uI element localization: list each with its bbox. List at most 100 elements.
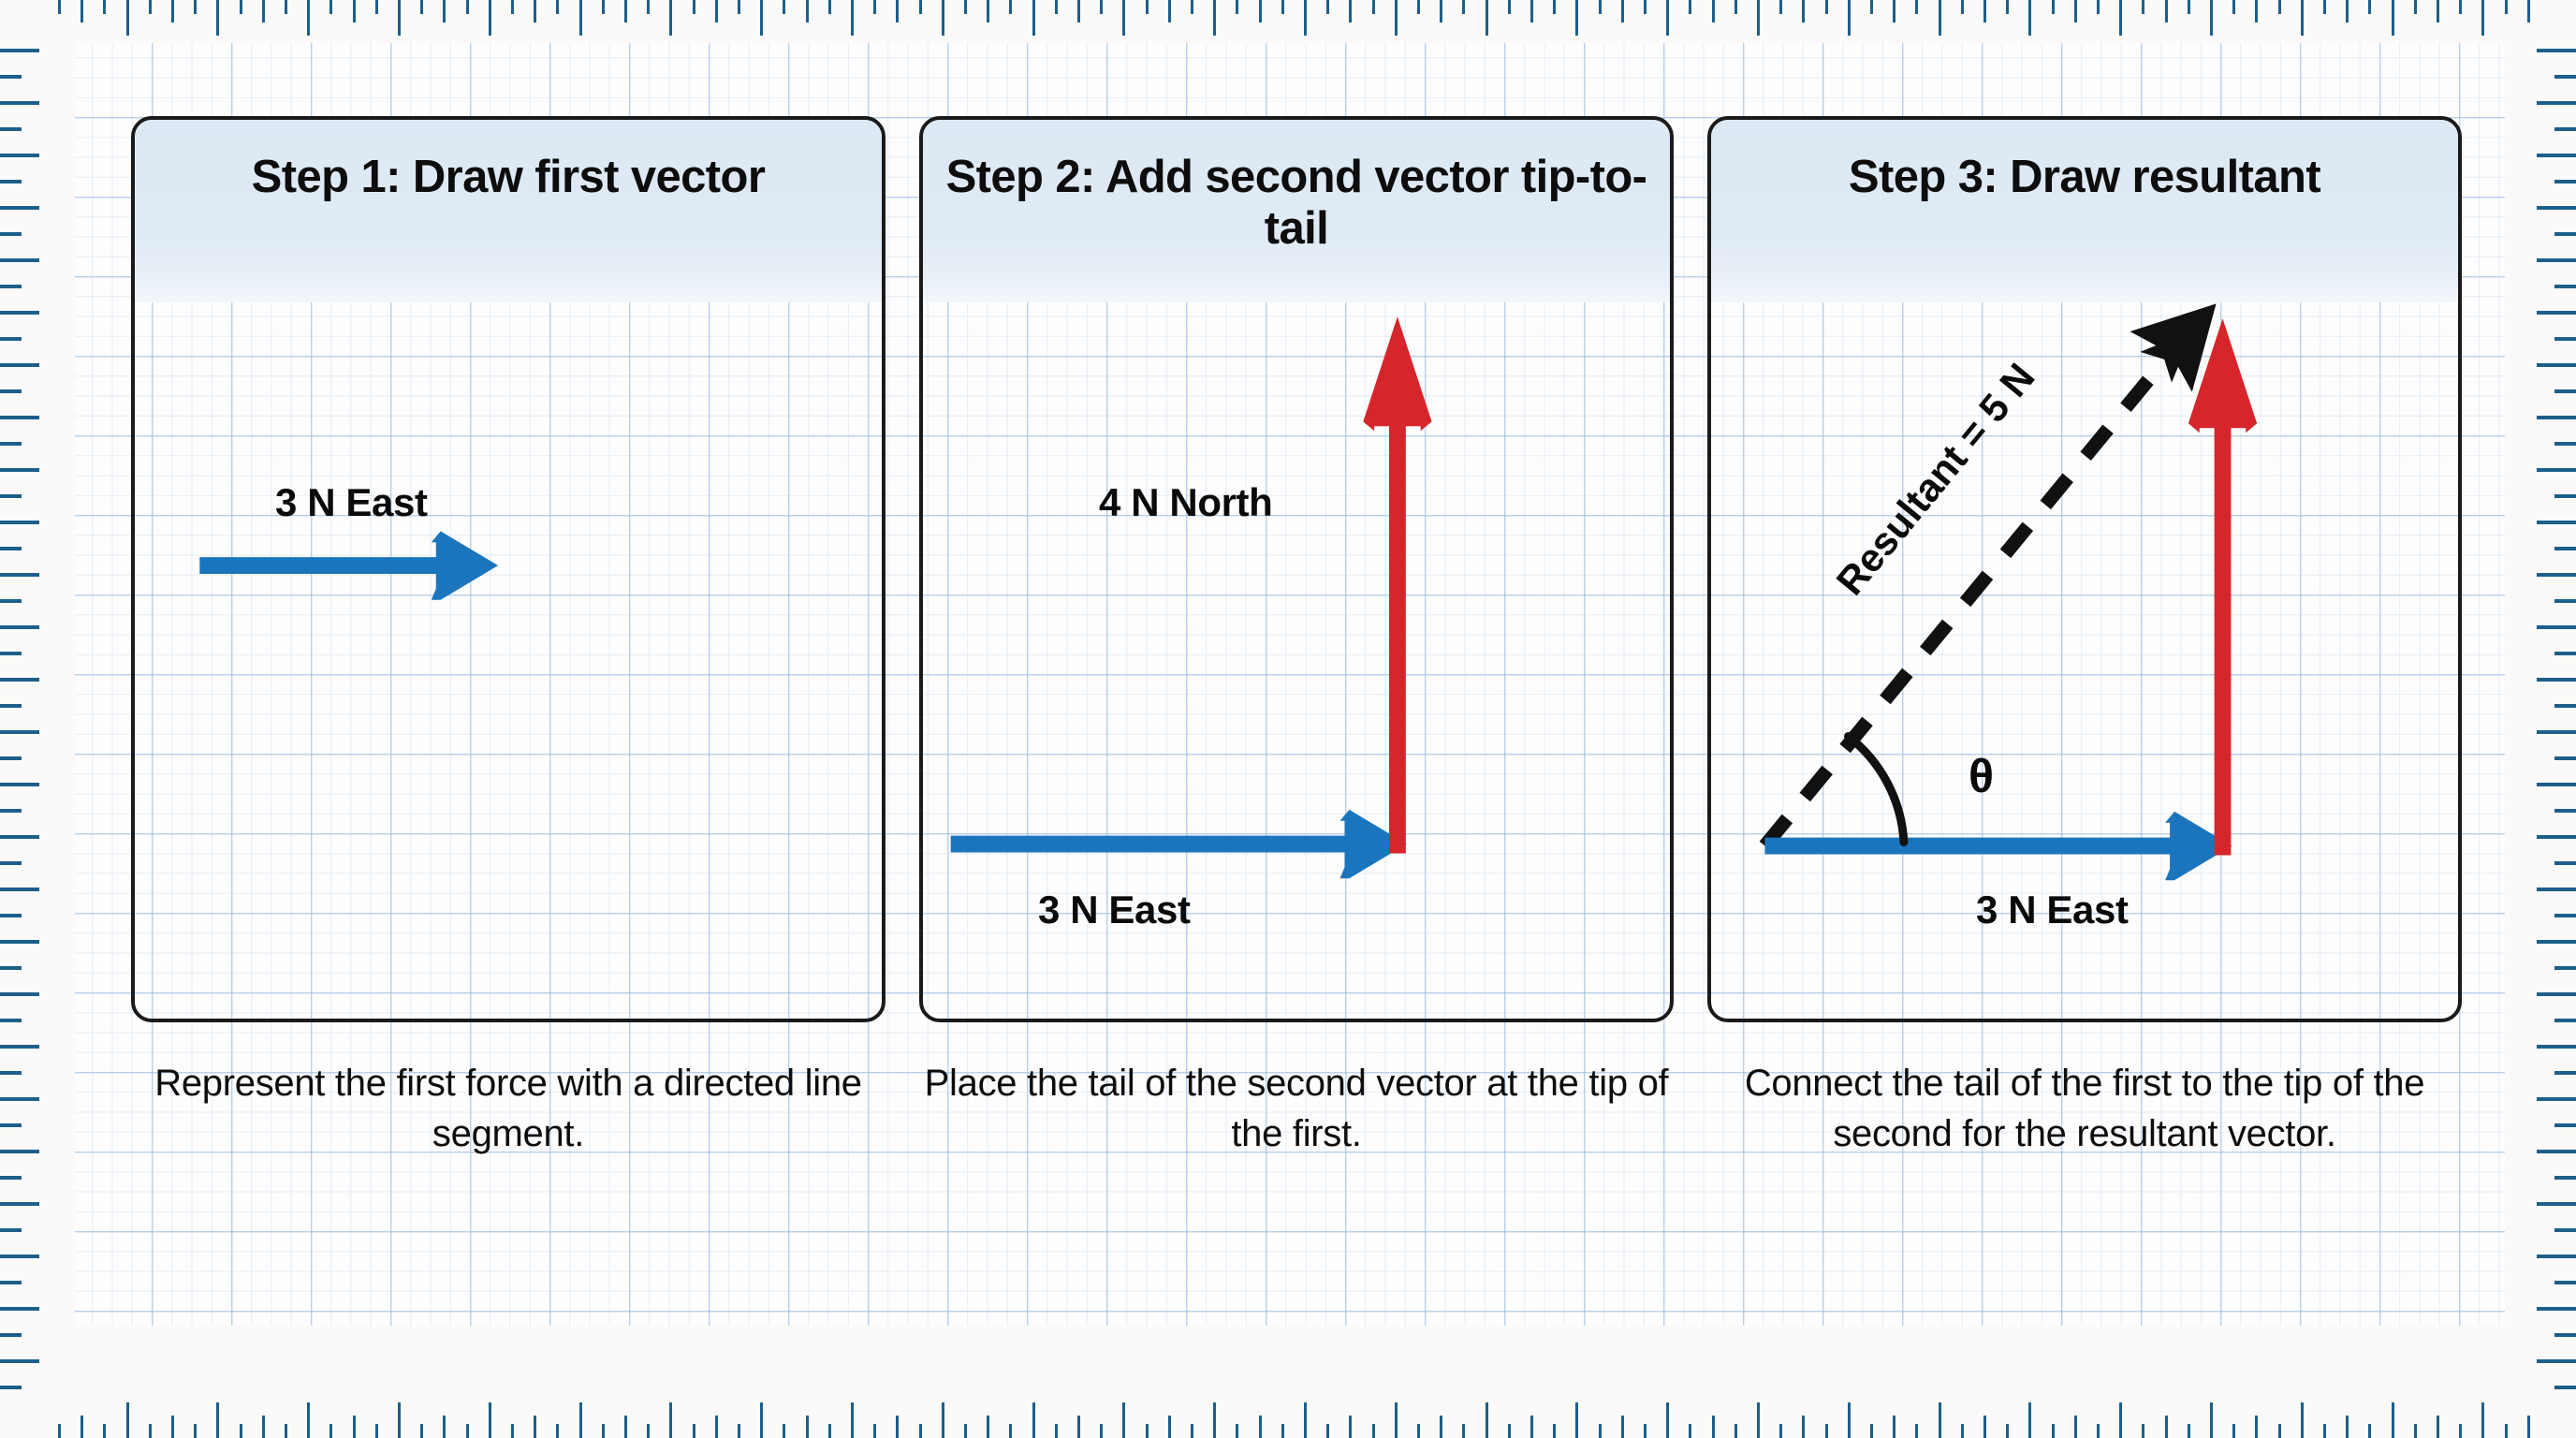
- ruler-tick: [1870, 1424, 1873, 1438]
- ruler-tick: [1394, 1402, 1398, 1438]
- ruler-tick: [1462, 0, 1466, 14]
- ruler-tick: [964, 0, 967, 14]
- ruler-tick: [2346, 1415, 2349, 1438]
- ruler-tick: [896, 0, 900, 23]
- ruler-tick: [0, 756, 22, 760]
- ruler-tick: [2554, 704, 2576, 708]
- step-column-1: Step 1: Draw first vector 3 N East Repre…: [131, 116, 886, 1286]
- ruler-tick: [1802, 1415, 1806, 1438]
- ruler-tick: [2554, 180, 2576, 183]
- ruler-tick: [0, 337, 22, 341]
- ruler-tick: [964, 1424, 967, 1438]
- ruler-tick: [1145, 1424, 1149, 1438]
- ruler-tick: [420, 0, 424, 14]
- ruler-tick: [2323, 1424, 2326, 1438]
- ruler-tick: [760, 1402, 764, 1438]
- ruler-tick: [261, 1415, 265, 1438]
- ruler-tick: [1893, 0, 1896, 23]
- ruler-tick: [2554, 966, 2576, 970]
- step-card-3[interactable]: Step 3: Draw resultant: [1707, 116, 2462, 1022]
- ruler-tick: [2232, 1424, 2236, 1438]
- step-1-caption: Represent the first force with a directe…: [154, 1063, 862, 1155]
- ruler-tick: [2537, 940, 2576, 944]
- ruler-tick: [2554, 442, 2576, 446]
- step-card-1[interactable]: Step 1: Draw first vector 3 N East: [131, 116, 886, 1022]
- ruler-tick: [2554, 809, 2576, 813]
- ruler-tick: [0, 258, 39, 262]
- ruler-tick: [873, 1424, 877, 1438]
- ruler-tick: [2554, 1176, 2576, 1180]
- ruler-tick: [1620, 1415, 1624, 1438]
- ruler-tick: [1394, 0, 1398, 36]
- ruler-tick: [2537, 416, 2576, 419]
- ruler-tick: [2437, 0, 2439, 23]
- ruler-tick: [2537, 1307, 2576, 1311]
- ruler-tick: [1553, 1424, 1557, 1438]
- ruler-tick: [2537, 49, 2576, 52]
- ruler-tick: [0, 154, 39, 157]
- step-card-2-title: Step 2: Add second vector tip-to-tail: [945, 152, 1647, 254]
- ruler-tick: [1054, 1424, 1058, 1438]
- ruler-tick: [2537, 625, 2576, 629]
- ruler-tick: [1371, 1424, 1375, 1438]
- ruler-tick: [2554, 1281, 2576, 1284]
- ruler-tick: [2537, 1045, 2576, 1049]
- step-3-diagram: [1711, 120, 2458, 1019]
- ruler-tick: [783, 1424, 786, 1438]
- ruler-tick: [1100, 1424, 1104, 1438]
- ruler-tick: [2232, 0, 2236, 14]
- ruler-tick: [2537, 1150, 2576, 1153]
- ruler-tick: [1507, 0, 1511, 14]
- ruler-tick: [443, 1415, 446, 1438]
- ruler-tick: [0, 206, 39, 210]
- ruler-tick: [0, 625, 39, 629]
- ruler-tick: [0, 127, 22, 131]
- ruler-tick: [624, 0, 627, 23]
- step-card-2[interactable]: Step 2: Add second vector tip-to-tail 4 …: [919, 116, 1674, 1022]
- ruler-tick: [374, 1424, 378, 1438]
- ruler-tick: [2368, 1424, 2372, 1438]
- ruler-tick: [0, 232, 22, 236]
- ruler-tick: [0, 992, 39, 996]
- ruler-tick: [2504, 0, 2508, 14]
- ruler-tick: [2537, 573, 2576, 577]
- ruler-tick: [2459, 1424, 2463, 1438]
- vector-first-blue: [950, 809, 1407, 879]
- ruler-tick: [465, 1424, 469, 1438]
- vector-first-blue: [199, 531, 499, 600]
- ruler-tick: [0, 547, 22, 550]
- ruler-tick: [0, 180, 22, 183]
- ruler-tick: [1734, 1424, 1737, 1438]
- step-2-first-vector-label: 3 N East: [1038, 888, 1191, 932]
- ruler-tick: [0, 1255, 39, 1258]
- ruler-tick: [2554, 599, 2576, 603]
- ruler-tick: [443, 0, 446, 23]
- ruler-tick: [1530, 0, 1533, 23]
- ruler-tick: [2006, 0, 2010, 14]
- ruler-tick: [511, 1424, 514, 1438]
- ruler-tick: [2526, 0, 2530, 23]
- ruler-tick: [1915, 0, 1919, 14]
- ruler-tick: [148, 1424, 152, 1438]
- ruler-tick: [2554, 494, 2576, 498]
- ruler-tick: [2391, 1402, 2394, 1438]
- ruler-tick: [692, 0, 695, 14]
- ruler-tick: [488, 0, 491, 36]
- ruler-tick: [0, 101, 39, 105]
- ruler-tick: [2537, 101, 2576, 105]
- ruler-tick: [669, 1402, 673, 1438]
- ruler-tick: [1326, 0, 1330, 14]
- ruler-tick: [1485, 0, 1488, 36]
- ruler-tick: [1417, 1424, 1420, 1438]
- ruler-tick: [2554, 914, 2576, 917]
- ruler-tick: [1960, 1424, 1964, 1438]
- ruler-tick: [0, 573, 39, 577]
- ruler-tick: [873, 0, 877, 14]
- ruler-tick: [2554, 1071, 2576, 1075]
- ruler-tick: [1802, 0, 1806, 23]
- ruler-tick: [1281, 0, 1284, 14]
- ruler-tick: [0, 704, 22, 708]
- ruler-tick: [1757, 1402, 1760, 1438]
- step-column-3: Step 3: Draw resultant: [1707, 116, 2462, 1286]
- ruler-tick: [0, 1307, 39, 1311]
